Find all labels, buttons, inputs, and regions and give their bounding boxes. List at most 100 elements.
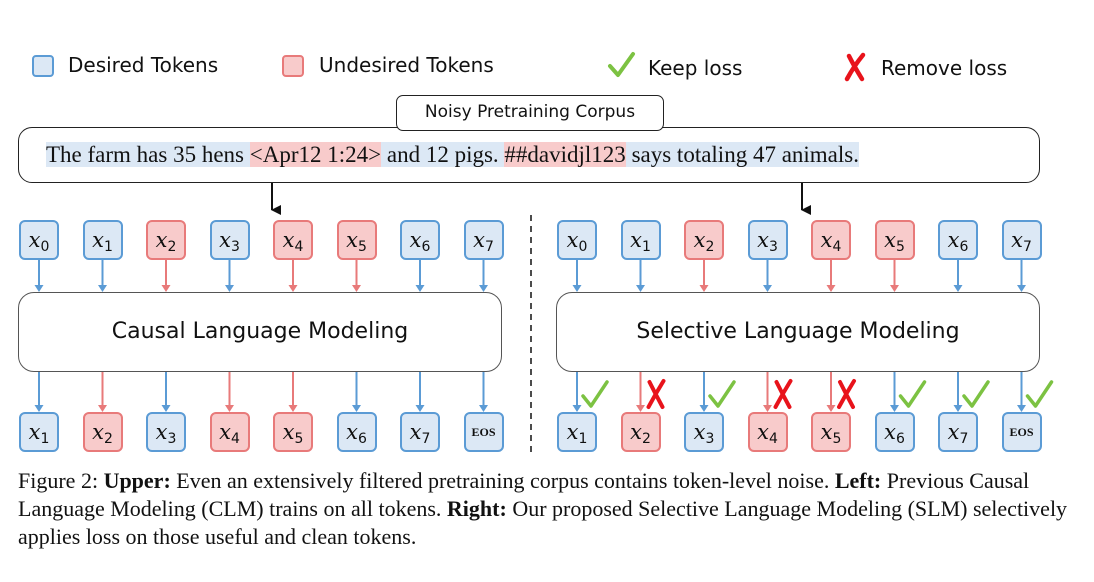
right-input-arrow: [763, 260, 772, 292]
token-symbol: x1: [28, 420, 50, 447]
token-symbol: x3: [155, 420, 177, 447]
token-index: 1: [103, 239, 113, 255]
right-output-arrow: [763, 372, 772, 412]
token-symbol: x6: [346, 420, 367, 447]
right-input-token-3: x3: [747, 220, 788, 260]
left-input-token-4: x4: [273, 220, 313, 260]
left-input-token-6: x6: [400, 220, 440, 260]
token-index: 3: [167, 431, 177, 447]
left-input-token-1: x1: [82, 220, 123, 260]
right-input-arrow: [890, 260, 899, 292]
corpus-title: Noisy Pretraining Corpus: [396, 95, 664, 131]
right-input-token-1: x1: [620, 220, 661, 260]
right-input-token-0: x0: [557, 220, 597, 260]
keep-loss-check-icon: [581, 380, 609, 408]
right-output-arrow: [699, 372, 709, 412]
left-output-token-4: x5: [273, 412, 313, 452]
right-input-arrow: [572, 260, 582, 292]
token-symbol: x5: [346, 228, 367, 255]
right-output-arrow: [1017, 372, 1026, 412]
left-output-token-1: x2: [82, 412, 123, 452]
left-output-arrow: [161, 372, 171, 412]
token-index: 3: [768, 239, 778, 255]
right-input-token-2: x2: [684, 220, 724, 260]
corpus-segment-undesired: <Apr12 1:24>: [249, 142, 382, 167]
legend-undesired-swatch: [282, 55, 304, 77]
caption-right-text: Our proposed Selective Language Modeling…: [18, 496, 1068, 549]
left-output-arrow: [479, 372, 488, 412]
token-symbol: x1: [630, 228, 651, 255]
corpus-segment-undesired: ##davidjl123: [504, 142, 626, 167]
token-index: 2: [167, 239, 177, 255]
token-index: 1: [40, 431, 50, 447]
loss-marks: [581, 379, 1054, 409]
token-index: 2: [705, 239, 715, 255]
token-symbol: x3: [693, 420, 715, 447]
right-input-arrow: [1017, 260, 1026, 292]
selective-language-modeling-box: Selective Language Modeling: [556, 292, 1040, 372]
left-input-arrow: [34, 260, 44, 292]
token-symbol: x2: [155, 228, 177, 255]
right-input-token-4: x4: [811, 220, 851, 260]
keep-loss-check-icon: [1025, 380, 1054, 408]
token-index: 0: [40, 239, 50, 255]
left-output-token-0: x1: [19, 412, 59, 452]
right-output-arrow: [826, 372, 836, 412]
token-index: 1: [578, 431, 588, 447]
token-symbol: x5: [282, 420, 304, 447]
left-input-arrow: [225, 260, 234, 292]
left-output-arrow: [98, 372, 107, 412]
token-symbol: x6: [884, 420, 905, 447]
right-output-token-7: EOS: [1001, 412, 1042, 452]
left-output-token-2: x3: [146, 412, 186, 452]
left-input-arrow: [415, 260, 425, 292]
token-symbol: x6: [409, 228, 431, 255]
token-symbol: x4: [820, 228, 842, 255]
legend-desired-swatch: [32, 55, 54, 77]
token-symbol: x2: [693, 228, 715, 255]
token-symbol: x4: [282, 228, 304, 255]
right-output-arrow: [572, 372, 582, 412]
token-index: 4: [768, 431, 778, 447]
right-output-token-0: x1: [557, 412, 597, 452]
right-output-token-5: x6: [874, 412, 915, 452]
causal-language-modeling-box: Causal Language Modeling: [18, 292, 502, 372]
token-index: 5: [357, 239, 367, 255]
remove-loss-cross-icon: [837, 379, 856, 409]
token-index: 2: [641, 431, 651, 447]
token-symbol: x7: [473, 228, 494, 255]
cross-icon: [844, 52, 866, 82]
token-symbol: x5: [884, 228, 905, 255]
left-output-token-6: x7: [400, 412, 440, 452]
token-symbol: x4: [757, 420, 778, 447]
left-input-token-2: x2: [146, 220, 186, 260]
right-output-arrow: [890, 372, 899, 412]
right-input-token-6: x6: [938, 220, 978, 260]
caption-left-head: Left:: [834, 468, 882, 493]
left-input-arrow: [479, 260, 488, 292]
right-input-arrow: [699, 260, 709, 292]
token-symbol: x5: [820, 420, 842, 447]
token-symbol: x7: [409, 420, 431, 447]
left-input-token-7: x7: [463, 220, 504, 260]
right-input-arrow: [953, 260, 963, 292]
legend-undesired-label: Undesired Tokens: [319, 53, 494, 77]
token-index: 5: [294, 431, 304, 447]
left-output-token-5: x6: [336, 412, 377, 452]
token-index: 6: [421, 239, 431, 255]
token-index: 5: [832, 431, 842, 447]
token-index: 5: [895, 239, 905, 255]
token-symbol: x4: [219, 420, 240, 447]
token-symbol: x3: [219, 228, 240, 255]
right-output-token-2: x3: [684, 412, 724, 452]
token-index: 7: [484, 239, 494, 255]
legend-keep-label: Keep loss: [648, 56, 743, 80]
token-index: 0: [578, 239, 588, 255]
token-symbol: x0: [566, 228, 588, 255]
keep-loss-check-icon: [962, 380, 990, 408]
caption-upper-text: Even an extensively filtered pretraining…: [170, 468, 835, 493]
token-index: 7: [959, 431, 969, 447]
caption-figure-label: Figure 2:: [18, 468, 104, 493]
right-output-token-1: x2: [620, 412, 661, 452]
corpus-segment-desired: says totaling 47 animals.: [625, 142, 859, 167]
